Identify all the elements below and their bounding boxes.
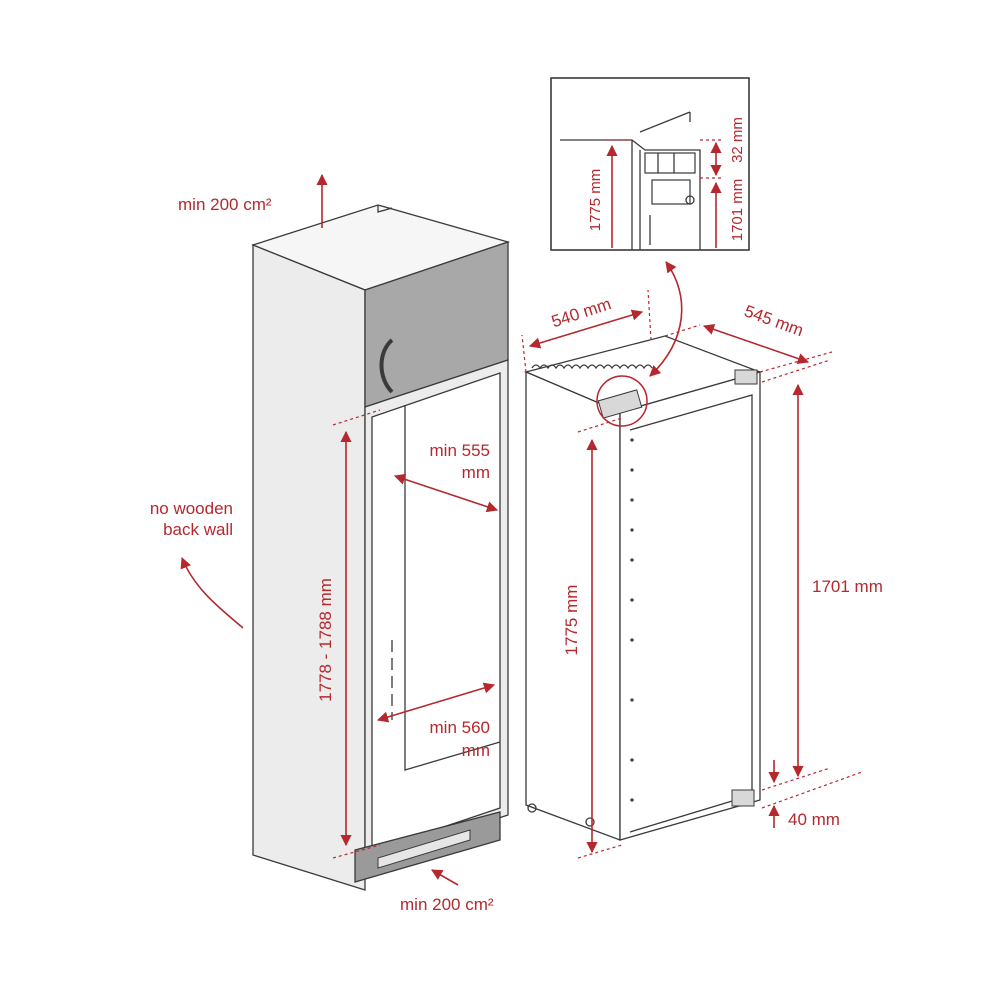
niche-width-label: min 560 (430, 718, 490, 737)
detail-total-label: 1775 mm (587, 169, 604, 232)
cabinet-side-panel (252, 244, 366, 891)
niche-depth-label: min 555 (430, 441, 490, 460)
detail-highlight (596, 375, 648, 427)
cabinet-annotations: min 200 cm² no wooden back wall 1778 - 1… (150, 173, 499, 914)
vent-bottom-label: min 200 cm² (400, 895, 494, 914)
vent-top-label: min 200 cm² (178, 195, 272, 214)
hinge-icon (597, 389, 643, 419)
appliance-depth-label: 545 mm (742, 301, 806, 340)
body-height-label: 1701 mm (812, 577, 883, 596)
niche-depth-dim (393, 473, 499, 513)
hinge-icon (734, 369, 758, 385)
hinge-icon (731, 789, 755, 807)
detail-top-label: 32 mm (729, 117, 746, 163)
appliance-width-dim (528, 309, 644, 349)
base-gap-label: 40 mm (788, 810, 840, 829)
appliance-width-label: 540 mm (549, 294, 613, 331)
back-wall-label: no wooden (150, 499, 233, 518)
niche-width-label-2: mm (462, 741, 490, 760)
arrow-icon (180, 556, 244, 629)
arrow-icon (649, 261, 683, 377)
appliance-depth-dim (702, 324, 810, 364)
back-wall-label-2: back wall (163, 520, 233, 539)
appliance-front (619, 371, 761, 841)
niche-width-dim (376, 682, 496, 723)
handle-icon (379, 338, 394, 394)
detail-body-label: 1701 mm (729, 179, 746, 242)
arrow-icon (431, 869, 459, 886)
vent-grille-icon (377, 829, 471, 869)
detail-inset: 1775 mm 32 mm 1701 mm (550, 77, 750, 251)
appliance-height-label: 1775 mm (562, 585, 581, 656)
niche-depth-label-2: mm (462, 463, 490, 482)
kitchen-cabinet (251, 204, 511, 891)
niche-height-label: 1778 - 1788 mm (316, 578, 335, 702)
